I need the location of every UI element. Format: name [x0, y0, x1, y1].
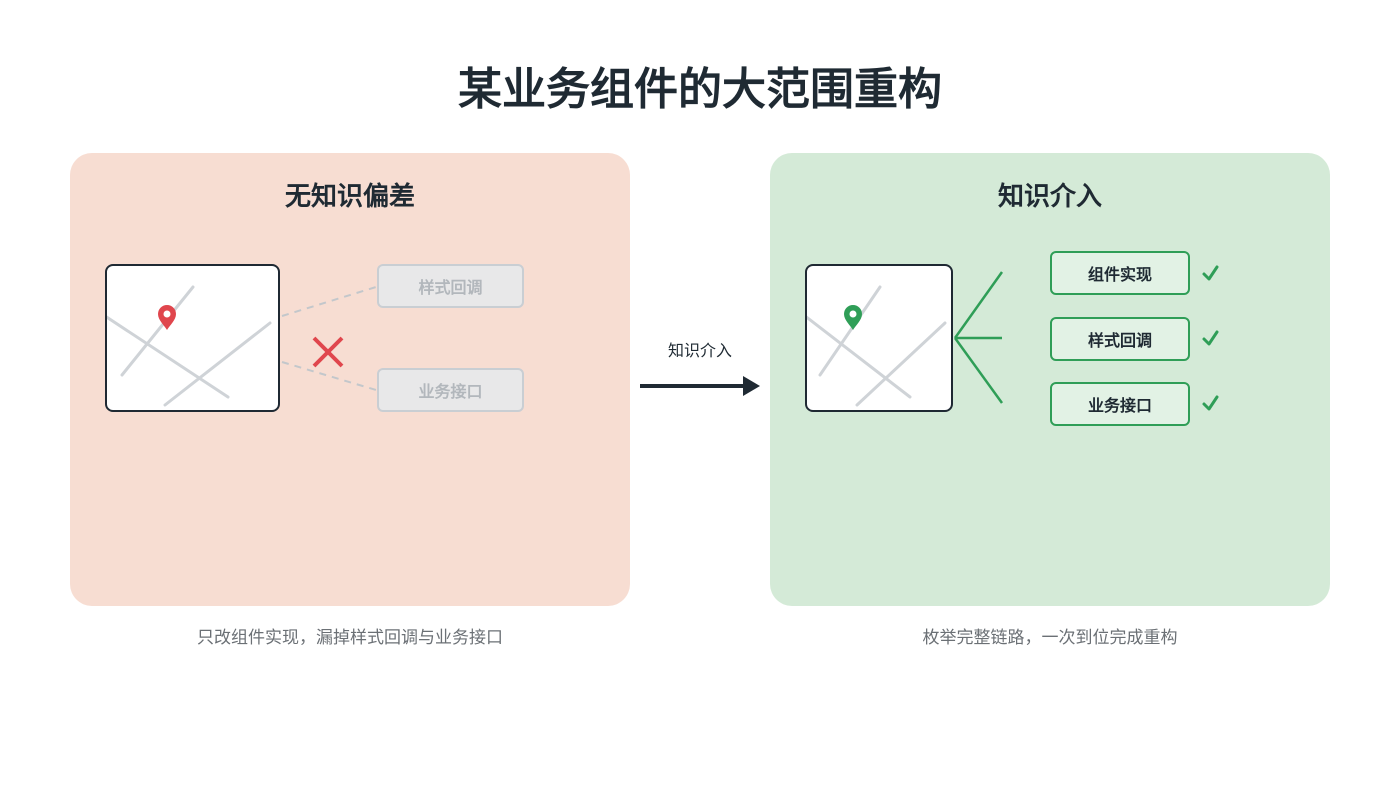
target-label: 样式回调 — [1087, 331, 1152, 350]
arrow-right-icon — [640, 376, 760, 396]
map-pin-icon — [844, 305, 862, 330]
map-road-line — [818, 285, 882, 377]
map-pin-icon — [158, 305, 176, 330]
page-title: 某业务组件的大范围重构 — [458, 64, 942, 115]
map-thumbnail — [105, 264, 280, 412]
solid-connector — [953, 337, 1004, 404]
left-panel-title: 无知识偏差 — [284, 182, 415, 212]
map-pin-dot — [163, 310, 171, 318]
map-pin-dot — [849, 310, 857, 318]
right-panel-title: 知识介入 — [997, 182, 1102, 212]
check-icon — [1202, 265, 1219, 281]
missed-target-box: 业务接口 — [377, 368, 524, 412]
target-label: 组件实现 — [1087, 265, 1152, 284]
map-road-line — [107, 315, 230, 399]
target-label: 业务接口 — [1087, 396, 1152, 415]
covered-target-box: 样式回调 — [1050, 317, 1190, 361]
cross-stroke — [312, 336, 344, 368]
dashed-connector — [281, 361, 377, 391]
covered-target-box: 业务接口 — [1050, 382, 1190, 426]
cross-icon — [312, 336, 344, 368]
target-label: 样式回调 — [418, 278, 483, 297]
dashed-connector — [281, 286, 377, 317]
map-road-line — [807, 315, 912, 399]
arrow-head — [743, 376, 760, 396]
map-road-line — [163, 321, 272, 407]
solid-connector — [953, 271, 1004, 339]
left-panel: 无知识偏差 样式回调 业务接口 — [70, 153, 630, 606]
target-label: 业务接口 — [418, 382, 483, 401]
left-caption: 只改组件实现，漏掉样式回调与业务接口 — [197, 628, 503, 648]
transition-label: 知识介入 — [667, 341, 732, 360]
right-caption: 枚举完整链路，一次到位完成重构 — [922, 628, 1178, 648]
map-drawing — [107, 285, 272, 407]
map-drawing — [807, 285, 947, 407]
right-connectors — [953, 265, 1219, 411]
check-icon — [1202, 395, 1219, 411]
missed-target-box: 样式回调 — [377, 264, 524, 308]
covered-target-box: 组件实现 — [1050, 251, 1190, 295]
map-road-line — [120, 285, 195, 377]
left-connectors — [281, 286, 377, 391]
map-thumbnail — [805, 264, 953, 412]
map-road-line — [855, 321, 947, 407]
right-panel: 知识介入 组件实现 样式回调 业务接口 — [770, 153, 1330, 606]
check-icon — [1202, 330, 1219, 346]
